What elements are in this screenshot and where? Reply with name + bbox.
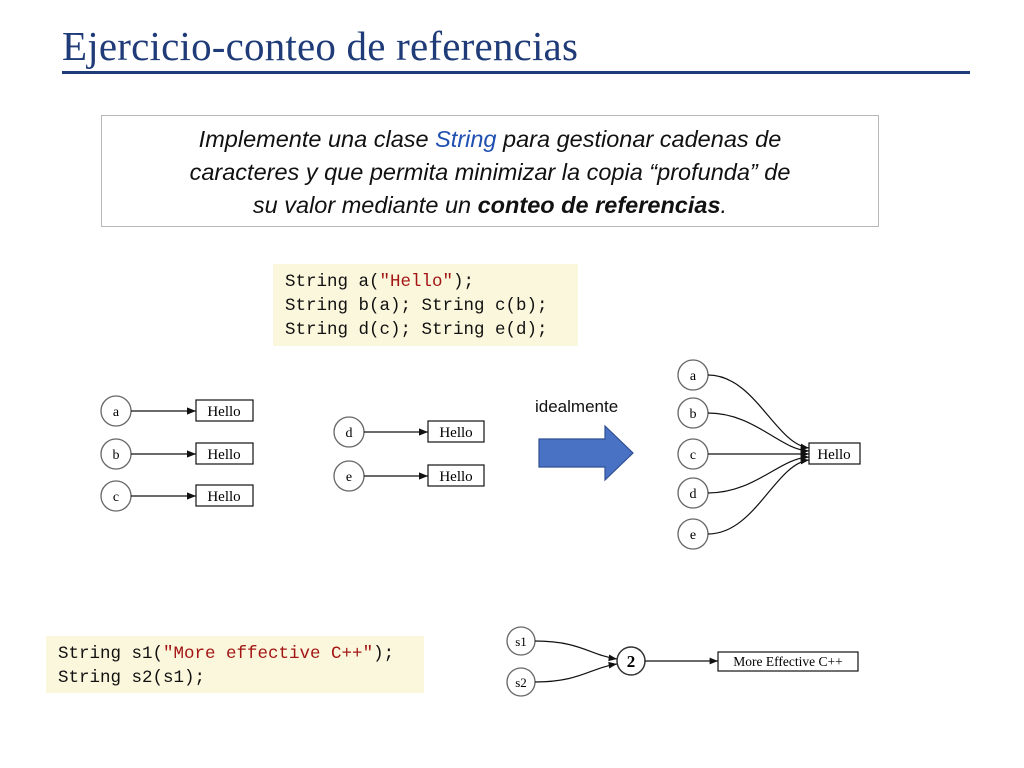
pointer-arrow [534,661,618,683]
svg-text:b: b [113,448,120,463]
node-c: c [100,480,132,512]
svg-text:d: d [346,426,353,441]
code-text: String a( [285,272,380,292]
ideal-shared-diagram: a b c d e Hello [677,359,861,550]
node-b: b [100,438,132,470]
svg-text:b: b [690,407,697,422]
svg-text:More Effective C++: More Effective C++ [733,654,842,669]
statement-text: . [720,192,728,218]
node-c: c [677,438,709,470]
statement-line-1: Implemente una clase String para gestion… [102,123,878,156]
exercise-statement-box: Implemente una clase String para gestion… [101,115,879,227]
code-text: ); [373,644,395,664]
svg-text:Hello: Hello [817,447,850,463]
statement-line-2: caracteres y que permita minimizar la co… [189,159,791,185]
svg-text:a: a [113,405,120,420]
svg-text:Hello: Hello [439,425,472,441]
svg-text:Hello: Hello [207,447,240,463]
statement-bold-term: conteo de referencias [477,192,721,218]
svg-text:e: e [346,470,352,485]
code-block-hello: String a("Hello");String b(a); String c(… [273,264,578,346]
code-line: String a("Hello"); [285,270,566,294]
node-d: d [677,477,709,509]
hello-box: Hello [195,399,254,422]
svg-text:a: a [690,369,697,384]
node-a: a [100,395,132,427]
pointer-arrow [707,457,810,535]
naive-copies-abc: a Hello b Hello c Hello [100,395,254,512]
hello-box: Hello [195,484,254,507]
ideal-label: idealmente [535,397,619,416]
svg-text:s2: s2 [515,675,527,690]
node-e: e [333,460,365,492]
code-line: String s1("More effective C++"); [58,642,412,666]
hello-box: Hello [427,464,485,487]
code-string-literal: "More effective C++" [163,644,374,664]
svg-text:2: 2 [627,652,636,671]
node-b: b [677,397,709,429]
svg-text:c: c [690,448,696,463]
svg-text:e: e [690,528,696,543]
pointer-arrow [707,412,810,455]
node-e: e [677,518,709,550]
pointer-arrow [534,640,618,662]
node-a: a [677,359,709,391]
transition-arrow-icon [538,424,634,482]
code-block-refcount: String s1("More effective C++");String s… [46,636,424,693]
statement-line-3: su valor mediante un conteo de referenci… [102,189,878,222]
node-s2: s2 [506,667,536,697]
hello-box: Hello [195,442,254,465]
svg-text:Hello: Hello [207,404,240,420]
statement-text: para gestionar cadenas de [496,126,782,152]
svg-text:c: c [113,490,119,505]
code-line: String s2(s1); [58,668,206,688]
refcount-diagram: s1 s2 2 More Effective C++ [506,626,859,697]
hello-box: Hello [808,442,861,465]
code-line: String b(a); String c(b); [285,296,548,316]
value-box: More Effective C++ [717,651,859,672]
node-s1: s1 [506,626,536,656]
code-string-literal: "Hello" [379,272,454,292]
hello-box: Hello [427,420,485,443]
svg-text:Hello: Hello [439,469,472,485]
statement-text: su valor mediante un [252,192,478,218]
pointer-arrow [707,374,810,451]
code-text: ); [453,272,475,292]
svg-text:d: d [690,487,697,502]
title-underline [62,71,970,74]
node-d: d [333,416,365,448]
code-text: String s1( [58,644,164,664]
reference-count-node: 2 [616,646,646,676]
statement-keyword-string: String [435,126,497,152]
slide-title: Ejercicio-conteo de referencias [62,23,579,69]
pointer-arrow [707,453,810,494]
statement-text: Implemente una clase [198,126,436,152]
svg-text:s1: s1 [515,634,527,649]
code-line: String d(c); String e(d); [285,320,548,340]
naive-copies-de: d Hello e Hello [333,416,485,492]
svg-text:Hello: Hello [207,489,240,505]
